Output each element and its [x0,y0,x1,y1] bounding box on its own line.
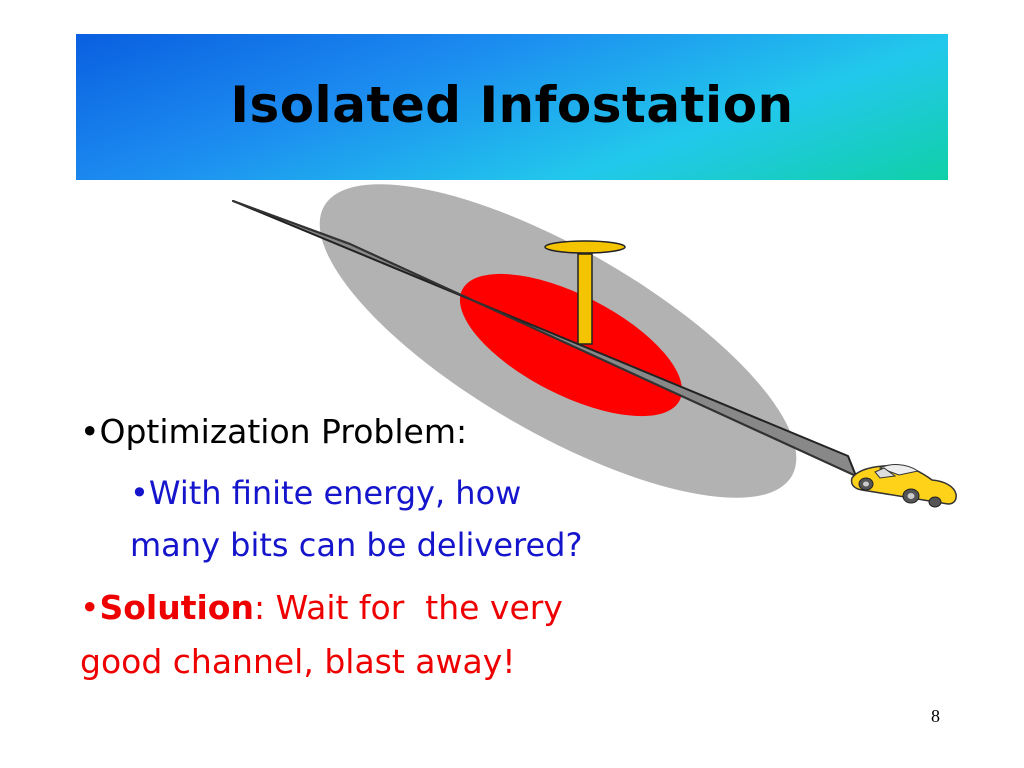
bullet-optimization-problem: •Optimization Problem: [80,412,467,451]
bullet-text: Optimization Problem: [99,412,468,451]
bullet-text: With finite energy, how [148,474,522,512]
bullet-marker: • [130,474,149,512]
car-icon [850,464,957,508]
bullet-text: Wait for the very [265,588,563,627]
bullet-marker: • [80,588,100,627]
page-number: 8 [931,706,940,726]
sub-bullet-finite-energy-line2: many bits can be delivered? [130,526,582,564]
solution-label: Solution [99,588,254,627]
title-banner: Isolated Infostation [76,34,948,180]
infostation-tower-icon [544,240,626,345]
bullet-solution-line1: •Solution: Wait for the very [80,588,563,627]
bullet-text: good channel, blast away! [80,642,516,681]
bullet-marker: • [80,412,100,451]
slide-title: Isolated Infostation [230,76,794,134]
bullet-solution-line2: good channel, blast away! [80,642,515,681]
bullet-text: many bits can be delivered? [130,526,583,564]
sub-bullet-finite-energy-line1: •With finite energy, how [130,474,521,512]
solution-colon: : [253,588,266,627]
